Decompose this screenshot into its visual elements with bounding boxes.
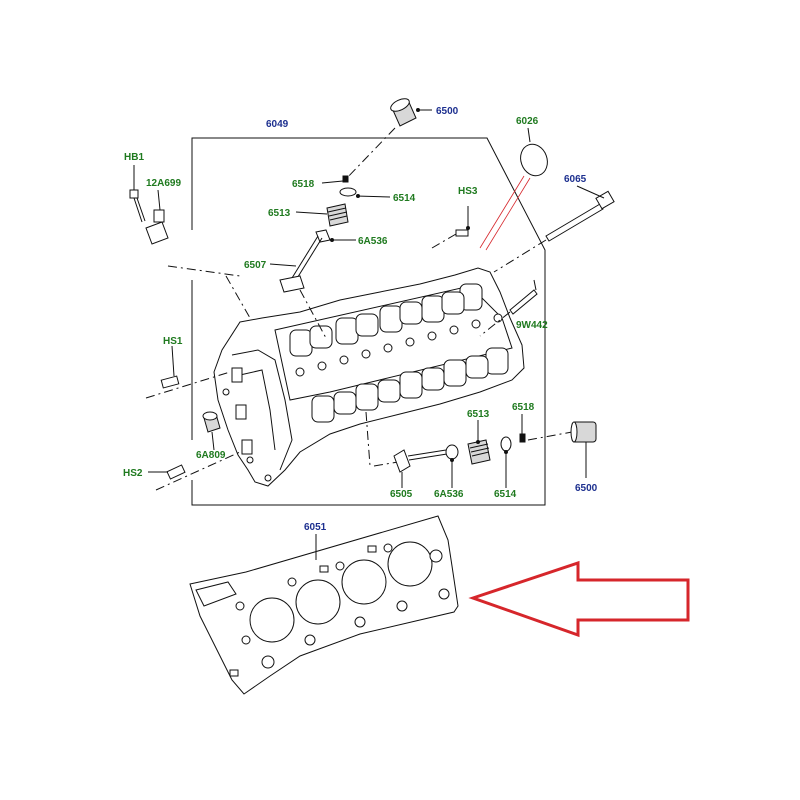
seal-6a536-bottom [445,444,459,488]
valve-6507 [269,235,323,293]
bolt-holes [295,313,503,377]
spring-6513-bottom [467,420,491,465]
label-6051: 6051 [304,522,327,533]
journal-row-top [289,283,483,357]
collets-6518 [321,175,349,184]
label-6a536-top: 6A536 [358,236,388,247]
dowel-6a809 [202,411,221,451]
bolt-hs2 [148,451,241,491]
top-valve-train [269,98,432,339]
journal-row-bottom [311,347,509,423]
label-12a699: 12A699 [146,178,181,189]
label-6507: 6507 [244,260,267,271]
left-side-parts [129,165,251,491]
head-gasket [189,515,459,695]
valve-6505 [393,449,448,488]
label-6500-top: 6500 [436,106,459,117]
tappet-top-6500 [390,98,432,127]
label-9w442: 9W442 [516,320,548,331]
label-6049: 6049 [266,119,289,130]
tappet-bottom-6500 [570,421,597,478]
cylinder-head [213,267,525,487]
retainer-6514-bottom [500,436,512,488]
label-6518-bottom: 6518 [512,402,535,413]
label-hs3: HS3 [458,186,478,197]
label-6500-bottom: 6500 [575,483,598,494]
bolt-6065 [493,185,615,273]
label-6514-bottom: 6514 [494,489,517,500]
label-6514-top: 6514 [393,193,416,204]
label-hb1: HB1 [124,152,144,163]
labels: HB1 12A699 HS1 HS2 HS3 6A809 6049 6500 6… [123,106,598,533]
label-6065: 6065 [564,174,587,185]
label-hs2: HS2 [123,468,143,479]
label-6a536-bottom: 6A536 [434,489,464,500]
bolt-hs1 [145,345,231,399]
sensor-12a699 [145,189,251,319]
label-hs1: HS1 [163,336,183,347]
label-6a809: 6A809 [196,450,226,461]
label-6026: 6026 [516,116,539,127]
plug-6026 [479,127,548,251]
label-6505: 6505 [390,489,413,500]
cylinder-head-frame [191,137,546,506]
label-6513-top: 6513 [268,208,291,219]
retainer-6514 [339,187,391,198]
collets-6518-bottom [519,414,526,443]
bottom-valve-train [365,411,597,488]
red-arrow-pointer [468,560,690,638]
spring-6513 [295,203,349,227]
right-side-parts [431,127,615,337]
label-6518-top: 6518 [292,179,315,190]
bolt-hb1 [129,165,146,223]
label-6513-bottom: 6513 [467,409,490,420]
seal-6a536-top [315,229,356,243]
stud-9w442 [479,279,538,337]
bolt-hs3 [431,206,470,249]
